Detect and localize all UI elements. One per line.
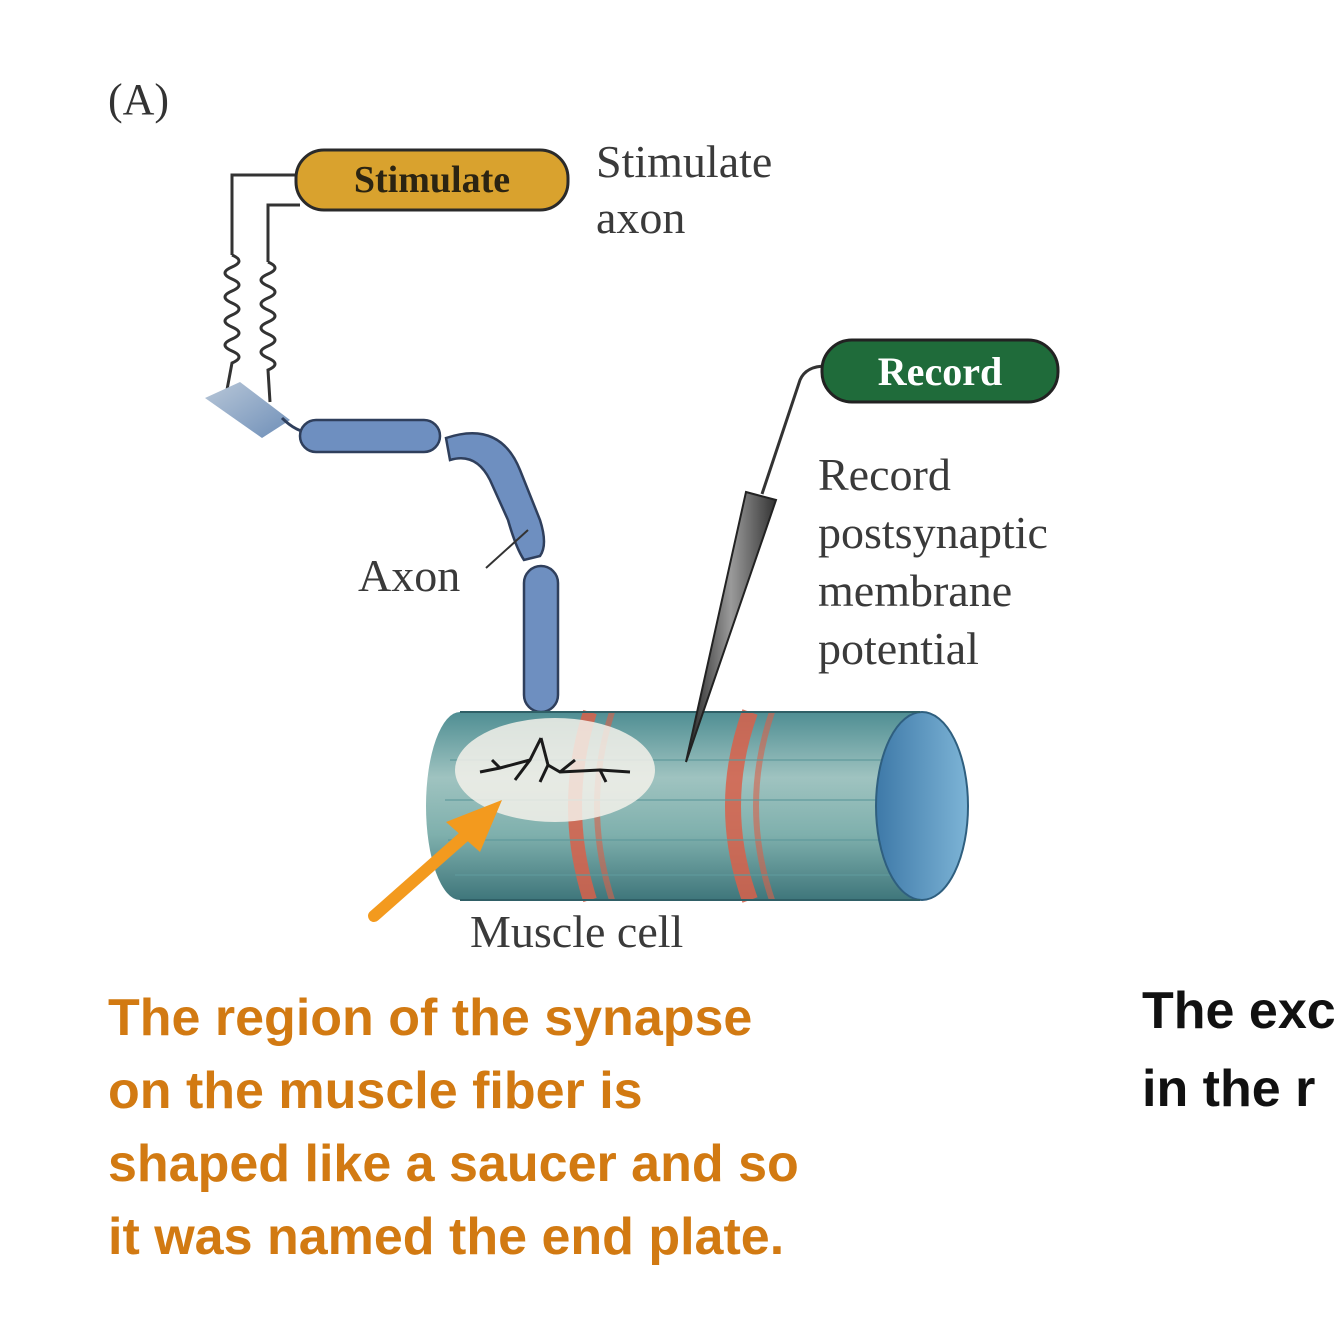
caption-line: shaped like a saucer and so — [108, 1135, 799, 1193]
side-text-cropped: The exc in the r — [1142, 972, 1334, 1128]
side-text-line: The exc — [1142, 982, 1334, 1040]
record-desc-line: membrane — [818, 565, 1013, 616]
caption-line: The region of the synapse — [108, 989, 753, 1047]
record-box — [820, 338, 1060, 404]
end-plate-caption: The region of the synapse on the muscle … — [108, 982, 968, 1274]
caption-line: on the muscle fiber is — [108, 1062, 643, 1120]
record-desc-line: postsynaptic — [818, 507, 1048, 558]
record-description: Record postsynaptic membrane potential — [818, 446, 1048, 678]
axon-pointer — [485, 529, 529, 569]
record-box-label: Record — [878, 349, 1002, 394]
panel-label: (A) — [108, 75, 170, 124]
recording-pipette — [685, 364, 827, 763]
record-desc-line: potential — [818, 623, 979, 674]
stimulate-desc-line: axon — [596, 192, 686, 243]
muscle-cell-label: Muscle cell — [470, 906, 684, 957]
stimulator-wires — [223, 173, 300, 403]
end-plate-arrow — [368, 800, 502, 922]
stimulate-desc-line: Stimulate — [596, 136, 773, 187]
nerve-terminal — [479, 737, 631, 783]
record-desc-line: Record — [818, 449, 951, 500]
stimulating-electrode — [205, 382, 290, 438]
axon-label: Axon — [358, 550, 461, 601]
muscle-cell-graphic — [426, 709, 969, 903]
stimulate-description: Stimulate axon — [596, 134, 772, 246]
axon-graphic — [280, 416, 560, 738]
side-text-line: in the r — [1142, 1060, 1316, 1118]
stimulate-box — [294, 148, 570, 212]
caption-line: it was named the end plate. — [108, 1208, 785, 1266]
stimulate-box-label: Stimulate — [354, 159, 510, 201]
